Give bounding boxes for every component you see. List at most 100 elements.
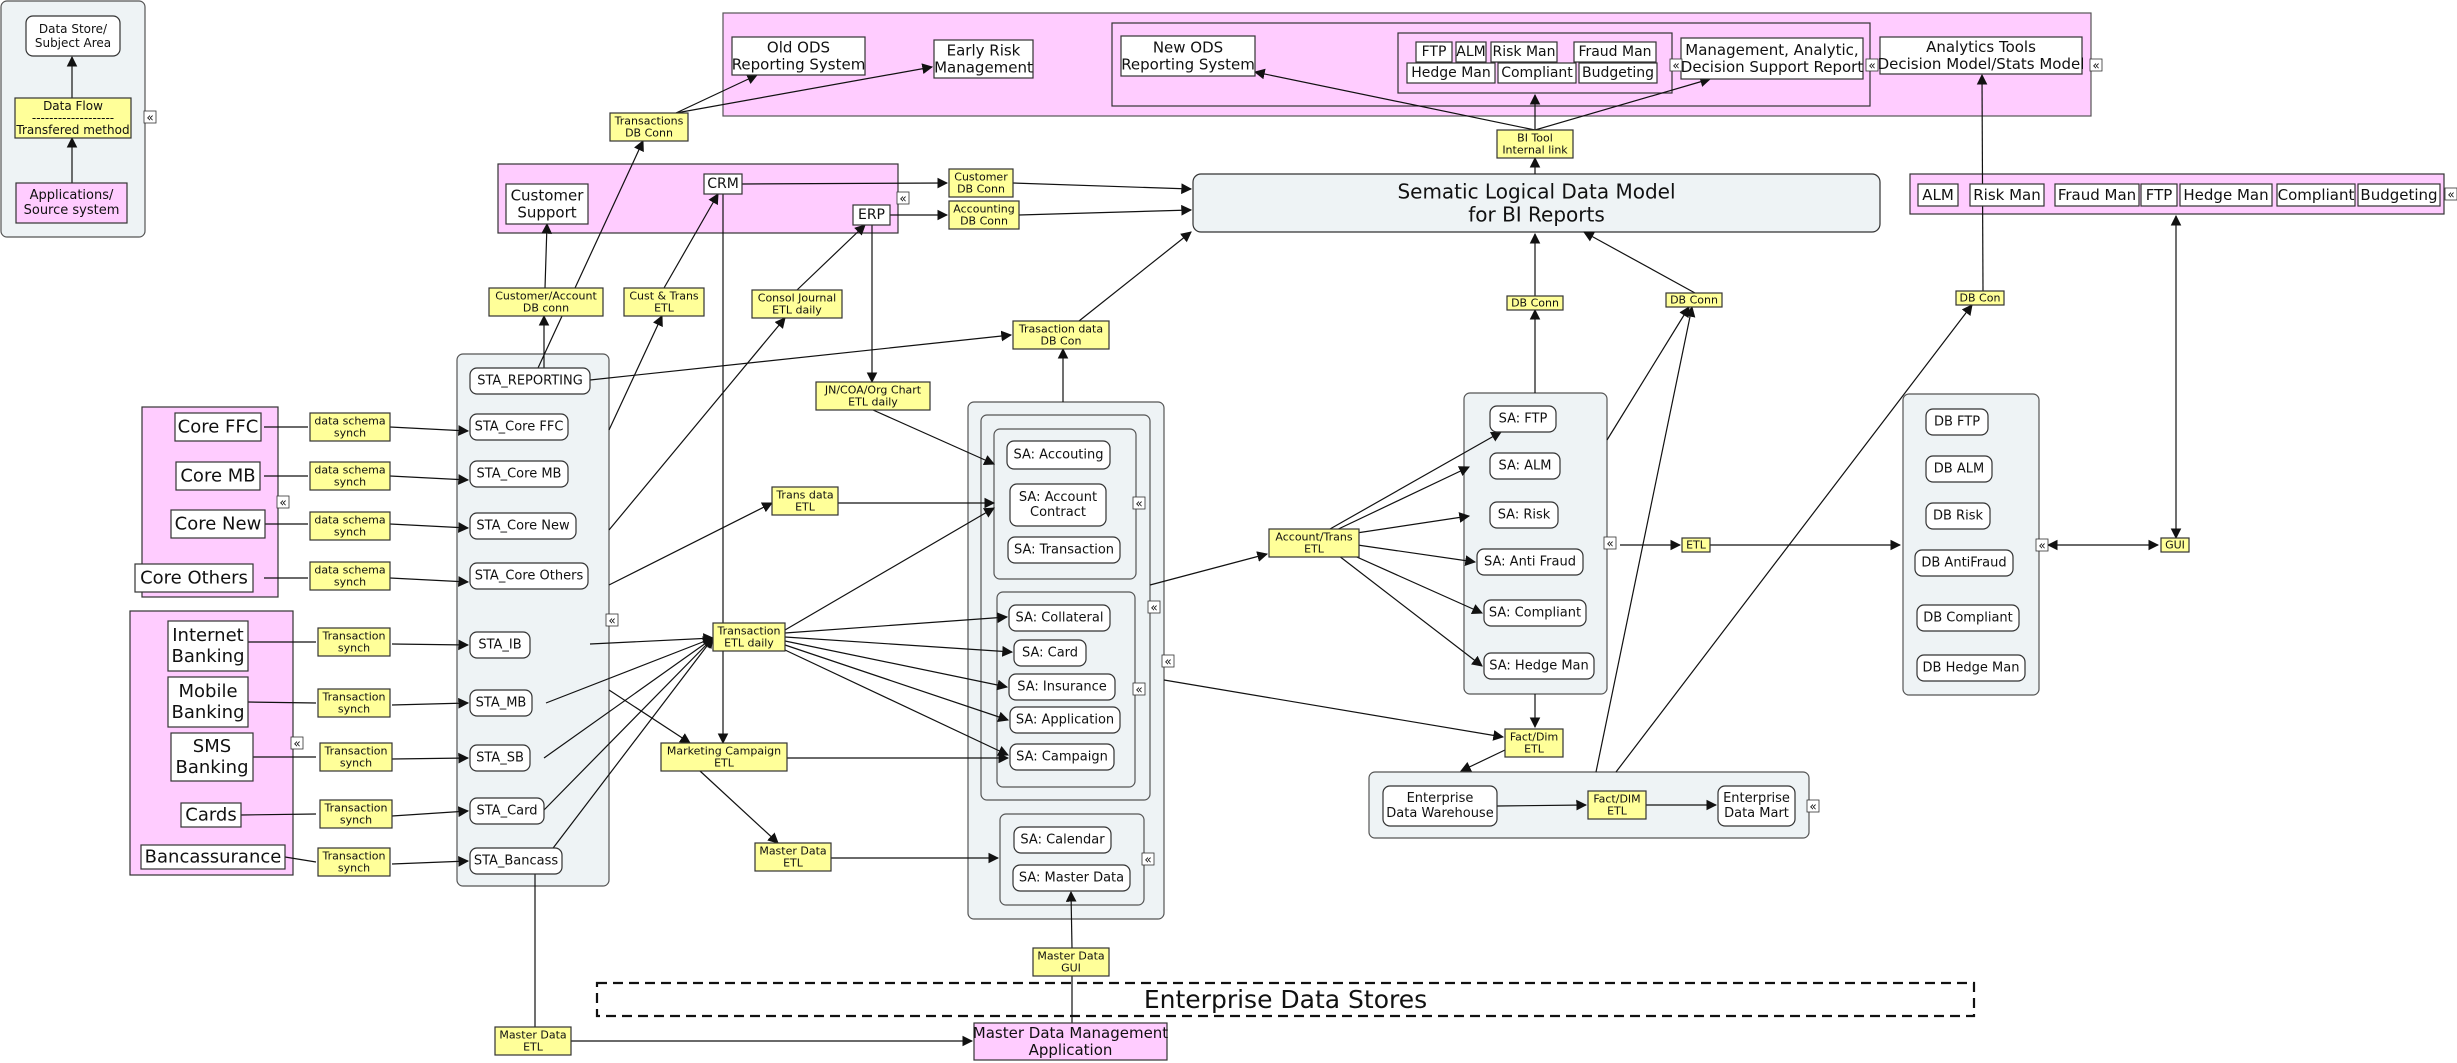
analytics-tools-text: Analytics Tools (1926, 38, 2036, 56)
new-ods-text: Reporting System (1121, 56, 1255, 74)
collapse-channels[interactable]: « (290, 737, 304, 751)
e-edw-db3 (1615, 304, 1973, 773)
sa-group2-4: SA: Campaign (1009, 743, 1115, 771)
label-marketing-campaign-text: Marketing Campaign (667, 745, 781, 758)
db-app-5-text: DB Hedge Man (1923, 661, 2020, 676)
label-data-schema-synch-3-text: synch (334, 576, 366, 589)
e-sta-txetl-3 (543, 637, 714, 811)
collapse-staging[interactable]: « (605, 614, 619, 628)
sa-analytic-3-text: SA: Anti Fraud (1484, 555, 1576, 570)
label-fact-dim-etl-2-text: ETL (1607, 805, 1628, 818)
collapse-sa-group1[interactable]: « (1132, 497, 1146, 511)
sa-analytic-4: SA: Compliant (1483, 599, 1587, 627)
sa-analytic-0: SA: FTP (1489, 405, 1557, 433)
collapse-ods-group[interactable]: « (1865, 59, 1879, 73)
erp-text: ERP (858, 207, 885, 223)
collapse-sa-outer[interactable]: « (1161, 655, 1175, 669)
e-cust-trans-crm (663, 193, 719, 289)
tool-alm: ALM (1455, 41, 1487, 63)
collapse-sa-group2[interactable]: « (1132, 683, 1146, 697)
collapse-db-apps[interactable]: « (2035, 539, 2049, 553)
label-transaction-data-db-text: DB Con (1041, 335, 1082, 348)
e-acctrans-saa-1 (1329, 466, 1470, 534)
enterprise-data-stores-title: Enterprise Data Stores (1144, 985, 1427, 1014)
db-app-5: DB Hedge Man (1916, 654, 2026, 682)
collapse-sa-inner[interactable]: « (1147, 601, 1161, 615)
label-transaction-synch-2-text: synch (340, 757, 372, 770)
sta-5: STA_IB (469, 631, 531, 659)
collapse-right-apps[interactable]: « (2444, 188, 2457, 202)
semantic-model-text: Sematic Logical Data Model (1397, 180, 1675, 204)
right-app-fraud-man: Fraud Man (2054, 183, 2140, 207)
sa-group2-3: SA: Application (1009, 706, 1121, 734)
sa-transaction: SA: Transaction (1007, 536, 1121, 564)
sa-master-data: SA: Master Data (1012, 864, 1131, 892)
e-marketing-master (699, 770, 779, 844)
sta-9-text: STA_Bancass (474, 854, 559, 869)
source-core-new-text: Core New (175, 514, 262, 535)
source-core-ffc-text: Core FFC (178, 417, 259, 438)
sa-analytic-5: SA: Hedge Man (1483, 652, 1595, 680)
collapse-top[interactable]: « (2089, 59, 2103, 73)
tool-hedge-man-text: Hedge Man (1411, 65, 1491, 81)
label-accounting-db-conn-text: Accounting (953, 203, 1014, 216)
db-app-1-text: DB ALM (1934, 462, 1984, 477)
right-app-compliant: Compliant (2276, 183, 2356, 207)
e-sa-factdim (1163, 679, 1505, 741)
legend-collapse[interactable]: « (143, 111, 157, 125)
collapse-core[interactable]: « (276, 496, 290, 510)
e-synch-1 (389, 474, 470, 485)
right-app-alm: ALM (1917, 183, 1959, 207)
label-trans-data-etl-text: ETL (795, 501, 816, 514)
sta-3: STA_Core New (469, 512, 577, 540)
early-risk-text: Management (934, 59, 1033, 77)
tool-fraud-man: Fraud Man (1573, 41, 1657, 63)
e-chan-1 (247, 701, 317, 704)
label-marketing-campaign-text: ETL (714, 757, 735, 770)
db-app-3: DB AntiFraud (1914, 549, 2014, 577)
collapse-sa-group3[interactable]: « (1141, 853, 1155, 867)
db-app-2: DB Risk (1925, 502, 1991, 530)
label-transaction-data-db-text: Trasaction data (1018, 323, 1103, 336)
old-ods-text: Old ODS (767, 39, 830, 57)
e-chan-3 (240, 813, 317, 816)
sa-analytic-5-text: SA: Hedge Man (1489, 659, 1589, 674)
e-sta-consol (608, 317, 786, 531)
e-cust-supp (541, 222, 553, 289)
tool-hedge-man: Hedge Man (1406, 62, 1496, 84)
e-sta-txetl-1 (545, 636, 715, 704)
label-bi-tool-text: BI Tool (1517, 132, 1553, 145)
legend-data-store-text: Subject Area (35, 36, 111, 50)
e-factdim-edw (1460, 749, 1506, 772)
label-master-data-gui-text: GUI (1061, 962, 1081, 975)
source-channel-4-text: Bancassurance (145, 847, 282, 868)
source-channel-3-text: Cards (185, 805, 237, 826)
sta-2: STA_Core MB (469, 460, 569, 488)
legend-data-flow: Data Flow-------------------Transfered m… (14, 97, 132, 139)
collapse-new-ods[interactable]: « (1669, 59, 1683, 73)
sta-7: STA_SB (469, 744, 531, 772)
collapse-sa-group2-text: « (1135, 683, 1142, 697)
collapse-crm[interactable]: « (896, 192, 910, 206)
label-jn-coa-text: JN/COA/Org Chart (824, 384, 922, 397)
e-tsynch-1 (391, 697, 470, 709)
e-txdata-sem (1078, 231, 1192, 322)
source-core-ffc: Core FFC (174, 412, 262, 442)
collapse-edw[interactable]: « (1806, 800, 1820, 814)
e-sta-cust-trans (608, 315, 663, 431)
sa-group2-4-text: SA: Campaign (1016, 750, 1108, 765)
collapse-db-apps-text: « (2038, 539, 2045, 553)
legend-source-text: Applications/ (30, 188, 114, 203)
source-channel-2-text: SMS (193, 736, 231, 757)
label-db-con-3-text: DB Con (1960, 292, 2001, 305)
collapse-sa-analytic[interactable]: « (1603, 537, 1617, 551)
